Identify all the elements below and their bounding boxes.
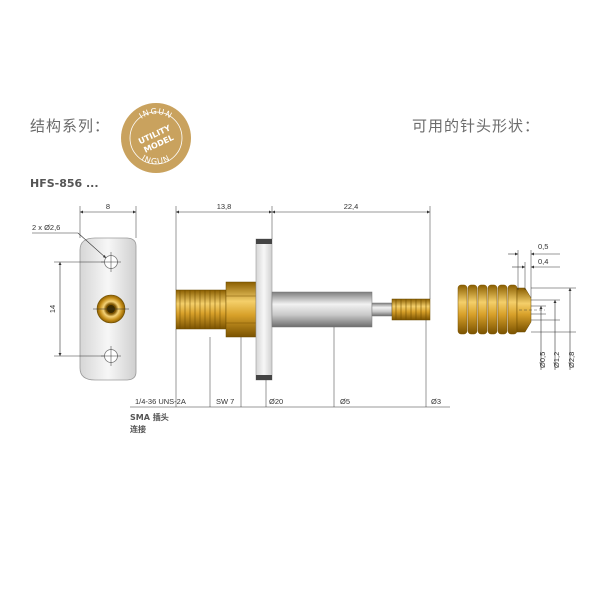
label-dia-tip: Ø3 <box>431 397 441 406</box>
flange-plate <box>255 238 273 381</box>
badge-bottom-text: INGUN <box>140 153 171 166</box>
dim-tip-04: 0,4 <box>538 257 548 266</box>
label-dia-body: Ø5 <box>340 397 350 406</box>
dim-len2: 22,4 <box>344 202 359 211</box>
label-thread: 1/4-36 UNS-2A <box>135 397 186 406</box>
probe-shaft <box>371 302 393 317</box>
svg-text:INGUN: INGUN <box>140 153 172 166</box>
dia-tip-28: Ø2,8 <box>567 352 576 368</box>
left-section-title: 结构系列： <box>30 117 111 135</box>
dim-len1: 13,8 <box>217 202 232 211</box>
dia-tip-05: Ø0,5 <box>538 352 547 368</box>
badge-top-text: INGUN <box>137 107 173 121</box>
dia-tip-12: Ø1,2 <box>552 352 561 368</box>
sma-thread <box>175 289 227 330</box>
steel-body <box>271 291 373 328</box>
spring-coil <box>457 284 518 335</box>
dim-holes: 2 x Ø2,6 <box>32 223 60 232</box>
svg-text:INGUN: INGUN <box>137 107 174 121</box>
caption-line2: 连接 <box>130 424 146 434</box>
side-view: 13,8 22,4 1/4-36 UNS-2A SW 7 Ø20 Ø5 Ø3 S… <box>130 202 450 434</box>
label-wrench: SW 7 <box>216 397 234 406</box>
dim-tip-05: 0,5 <box>538 242 548 251</box>
hex-nut <box>225 281 257 338</box>
tip-detail-view: 0,5 0,4 Ø0,5 Ø1,2 Ø2,8 <box>457 242 576 370</box>
dim-height: 14 <box>48 305 57 313</box>
right-section-title: 可用的针头形状： <box>412 117 541 135</box>
dim-width: 8 <box>106 202 110 211</box>
front-view: 8 2 x Ø2,6 14 <box>32 202 137 381</box>
caption-line1: SMA 插头 <box>130 412 169 422</box>
model-number: HFS-856 ... <box>30 177 99 190</box>
label-dia-flange: Ø20 <box>269 397 283 406</box>
utility-model-badge: INGUN INGUN UTILITY MODEL <box>121 103 191 173</box>
